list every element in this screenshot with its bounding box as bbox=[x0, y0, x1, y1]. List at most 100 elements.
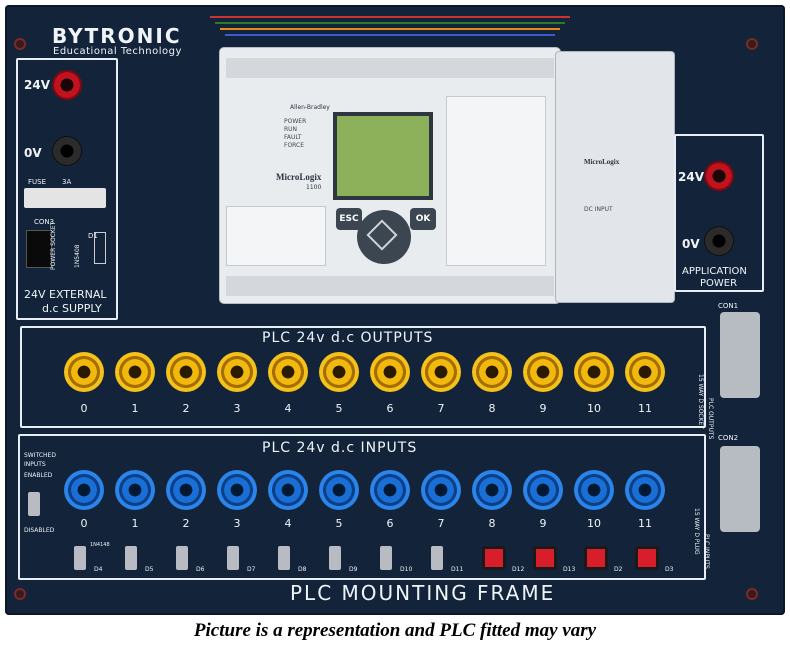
diode-ref: D6 bbox=[196, 566, 205, 573]
output-socket-8[interactable] bbox=[472, 352, 512, 392]
plc-status-power: POWER bbox=[284, 118, 307, 125]
input-channel-label: 2 bbox=[182, 517, 190, 530]
output-channel-label: 10 bbox=[587, 402, 601, 415]
output-socket-6[interactable] bbox=[370, 352, 410, 392]
ext-0v-label: 0V bbox=[24, 146, 42, 160]
con1-label: CON1 bbox=[718, 302, 739, 310]
button-ref: D2 bbox=[614, 566, 623, 573]
input-toggle-switch-7[interactable] bbox=[431, 546, 443, 570]
output-socket-3[interactable] bbox=[217, 352, 257, 392]
input-toggle-switch-5[interactable] bbox=[329, 546, 341, 570]
output-socket-7[interactable] bbox=[421, 352, 461, 392]
input-push-button-9[interactable] bbox=[533, 546, 557, 570]
input-toggle-switch-6[interactable] bbox=[380, 546, 392, 570]
application-power-panel bbox=[674, 134, 764, 292]
input-toggle-switch-1[interactable] bbox=[125, 546, 137, 570]
input-channel-label: 4 bbox=[284, 517, 292, 530]
input-toggle-switch-2[interactable] bbox=[176, 546, 188, 570]
output-channel-label: 8 bbox=[488, 402, 496, 415]
con2-label: CON2 bbox=[718, 434, 739, 442]
diode-code: 1N4148 bbox=[90, 542, 110, 548]
input-push-button-8[interactable] bbox=[482, 546, 506, 570]
input-socket-4[interactable] bbox=[268, 470, 308, 510]
con3-label: CON3 bbox=[34, 218, 55, 226]
plc-model: MicroLogix bbox=[276, 172, 322, 182]
output-channel-label: 5 bbox=[335, 402, 343, 415]
app-0v-socket[interactable] bbox=[704, 226, 734, 256]
input-channel-label: 1 bbox=[131, 517, 139, 530]
output-channel-label: 2 bbox=[182, 402, 190, 415]
ext-24v-socket[interactable] bbox=[52, 70, 82, 100]
esc-button[interactable]: ESC bbox=[336, 208, 362, 230]
output-channel-label: 4 bbox=[284, 402, 292, 415]
button-ref: D3 bbox=[665, 566, 674, 573]
input-toggle-switch-4[interactable] bbox=[278, 546, 290, 570]
corner-screw bbox=[14, 588, 26, 600]
plc-dpad[interactable] bbox=[357, 210, 411, 264]
corner-screw bbox=[746, 588, 758, 600]
output-channel-label: 7 bbox=[437, 402, 445, 415]
input-socket-7[interactable] bbox=[421, 470, 461, 510]
input-channel-label: 5 bbox=[335, 517, 343, 530]
con1-dsub-socket[interactable] bbox=[720, 312, 760, 398]
input-socket-8[interactable] bbox=[472, 470, 512, 510]
input-push-button-11[interactable] bbox=[635, 546, 659, 570]
input-channel-label: 3 bbox=[233, 517, 241, 530]
output-socket-10[interactable] bbox=[574, 352, 614, 392]
enabled-label: ENABLED bbox=[24, 472, 53, 479]
plc-model-number: 1100 bbox=[306, 184, 322, 191]
fuse-label: FUSE bbox=[28, 178, 47, 186]
output-channel-label: 3 bbox=[233, 402, 241, 415]
output-socket-9[interactable] bbox=[523, 352, 563, 392]
input-socket-2[interactable] bbox=[166, 470, 206, 510]
input-socket-9[interactable] bbox=[523, 470, 563, 510]
app-power-title-2: POWER bbox=[700, 278, 738, 289]
output-socket-1[interactable] bbox=[115, 352, 155, 392]
input-channel-label: 11 bbox=[638, 517, 652, 530]
input-channel-label: 6 bbox=[386, 517, 394, 530]
con2-dsub-plug[interactable] bbox=[720, 446, 760, 532]
diode-code: 1N5408 bbox=[74, 244, 81, 268]
input-channel-label: 10 bbox=[587, 517, 601, 530]
input-push-button-10[interactable] bbox=[584, 546, 608, 570]
wire bbox=[210, 16, 570, 18]
input-toggle-switch-3[interactable] bbox=[227, 546, 239, 570]
input-socket-10[interactable] bbox=[574, 470, 614, 510]
output-socket-2[interactable] bbox=[166, 352, 206, 392]
output-channel-label: 9 bbox=[539, 402, 547, 415]
plc-status-run: RUN bbox=[284, 126, 298, 133]
corner-screw bbox=[14, 38, 26, 50]
plc-lcd-screen bbox=[333, 112, 433, 200]
inputs-title: PLC 24v d.c INPUTS bbox=[262, 440, 418, 456]
plc-expansion-module bbox=[556, 52, 674, 302]
input-socket-0[interactable] bbox=[64, 470, 104, 510]
ext-supply-title-2: d.c SUPPLY bbox=[42, 302, 102, 315]
app-24v-socket[interactable] bbox=[704, 161, 734, 191]
ok-button[interactable]: OK bbox=[410, 208, 436, 230]
fuse-rating: 3A bbox=[62, 178, 72, 186]
input-socket-5[interactable] bbox=[319, 470, 359, 510]
button-ref: D13 bbox=[563, 566, 576, 573]
fuse-holder bbox=[24, 188, 106, 208]
input-socket-6[interactable] bbox=[370, 470, 410, 510]
input-socket-11[interactable] bbox=[625, 470, 665, 510]
output-socket-4[interactable] bbox=[268, 352, 308, 392]
ext-0v-socket[interactable] bbox=[52, 136, 82, 166]
disabled-label: DISABLED bbox=[24, 527, 55, 534]
output-socket-11[interactable] bbox=[625, 352, 665, 392]
input-socket-3[interactable] bbox=[217, 470, 257, 510]
outputs-panel bbox=[20, 326, 706, 428]
power-socket-jack[interactable] bbox=[26, 230, 52, 268]
output-socket-5[interactable] bbox=[319, 352, 359, 392]
button-ref: D12 bbox=[512, 566, 525, 573]
diode-ref: D9 bbox=[349, 566, 358, 573]
diode-component bbox=[94, 232, 106, 264]
con2-desc-1: PLC INPUTS bbox=[703, 534, 710, 569]
diode-ref: D7 bbox=[247, 566, 256, 573]
plc-top-terminals bbox=[226, 58, 554, 78]
output-socket-0[interactable] bbox=[64, 352, 104, 392]
input-toggle-switch-0[interactable] bbox=[74, 546, 86, 570]
ext-24v-label: 24V bbox=[24, 78, 50, 92]
input-socket-1[interactable] bbox=[115, 470, 155, 510]
input-enable-switch[interactable] bbox=[28, 492, 40, 516]
